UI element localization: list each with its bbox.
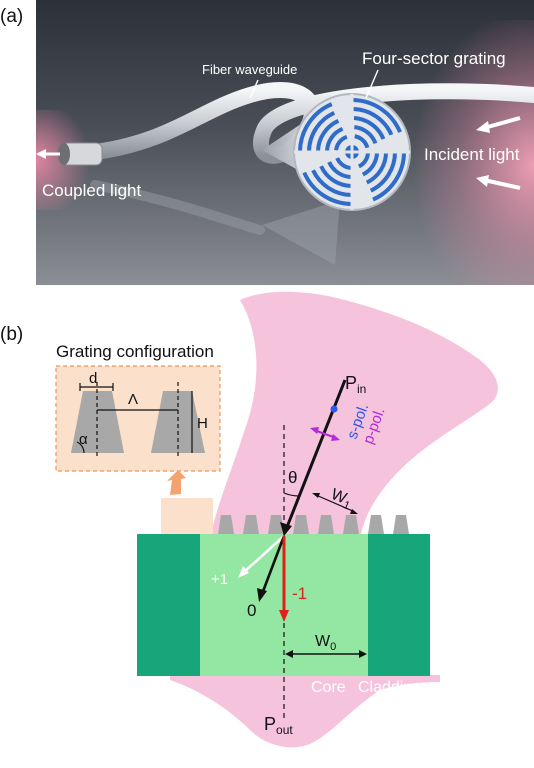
order-0-label: 0: [247, 601, 256, 620]
inset-h-label: H: [197, 415, 208, 432]
panel-b-label: (b): [0, 324, 23, 345]
inset-alpha-label: α: [79, 431, 88, 448]
four-sector-grating-label: Four-sector grating: [362, 49, 506, 68]
w1-dimension: [315, 494, 356, 513]
w0-label: W0: [315, 633, 336, 653]
inset-alpha-arc: [76, 441, 85, 454]
cladding-right: [368, 534, 430, 676]
w1-arrowhead-left: [312, 493, 320, 498]
incident-arrowhead-2: [476, 175, 489, 187]
incident-ray: [285, 379, 347, 528]
incident-arrowhead-1: [476, 121, 490, 133]
fiber-reflection: [90, 180, 265, 235]
p-out-label: Pout: [264, 714, 293, 737]
order-minus1-label: -1: [292, 584, 307, 603]
p-pol-arrowhead-left: [310, 427, 319, 434]
inset-source-highlight: [161, 498, 213, 534]
fiber-label-pointer: [249, 79, 259, 99]
order-plus1-ray: [242, 535, 285, 574]
output-beam: [170, 675, 440, 748]
inset-d-label: d: [89, 370, 97, 387]
coupled-light-arrowhead: [36, 149, 46, 159]
incident-arrow-2: [483, 178, 521, 190]
fiber-end-face: [58, 143, 70, 165]
incident-arrow-1: [483, 116, 521, 130]
panel-b: Grating configuration d Λ α H: [0, 291, 498, 748]
p-in-label: Pin: [345, 373, 366, 396]
w1-label: W1: [327, 486, 354, 512]
fiber-waveguide-label: Fiber waveguide: [202, 62, 297, 77]
theta-label: θ: [288, 468, 297, 487]
incident-beam: [210, 291, 498, 540]
w1-arrowhead-right: [350, 509, 358, 514]
w0-arrowhead-right: [359, 650, 367, 658]
w0-arrowhead-left: [285, 650, 293, 658]
coupled-light-label: Coupled light: [42, 181, 142, 200]
cladding-label: Cladding: [358, 679, 421, 696]
order-0-arrowhead: [257, 588, 267, 602]
order-minus1-arrowhead: [279, 610, 289, 622]
taper-cone-reflection: [262, 200, 340, 265]
inset-tooth-left: [71, 391, 124, 453]
inset-lambda-label: Λ: [128, 391, 138, 408]
order-plus1-arrowhead: [238, 566, 249, 578]
grating-label-pointer: [365, 69, 379, 99]
panel-a: (a) Fiber waveguide Four-sector grating …: [0, 0, 534, 285]
core-label: Core: [311, 679, 346, 696]
incident-light-label: Incident light: [424, 145, 520, 164]
s-pol-dot: [330, 405, 338, 413]
four-sector-grating-disc: [293, 93, 411, 211]
order-plus1-label: +1: [211, 571, 228, 588]
p-pol-arrowhead-right: [331, 434, 340, 441]
theta-arc: [283, 492, 301, 497]
panel-a-label: (a): [0, 6, 23, 27]
inset-title: Grating configuration: [56, 342, 214, 361]
order-0-ray: [260, 535, 286, 595]
cladding-left: [137, 534, 200, 676]
incident-ray-arrowhead: [280, 522, 292, 536]
inset-link-arrow: [167, 470, 186, 495]
